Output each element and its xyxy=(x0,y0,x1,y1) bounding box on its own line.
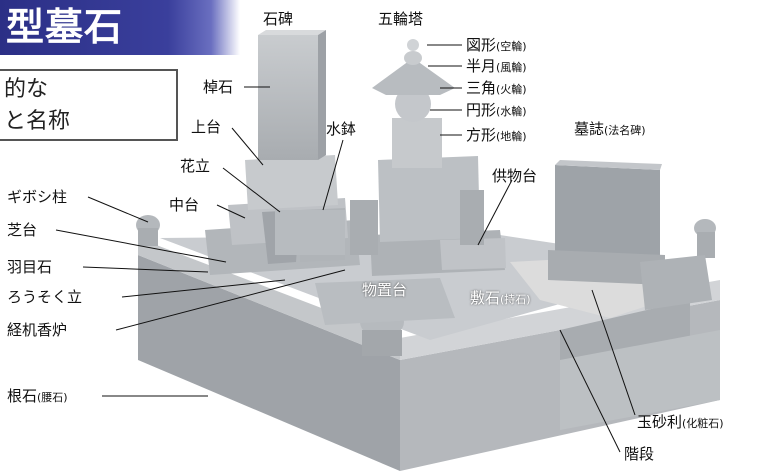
label-shikiishi: 敷石(持石) xyxy=(470,289,531,309)
label-hangetsu-main: 半月 xyxy=(466,57,497,75)
leader-lines xyxy=(55,44,636,453)
label-hangetsu: 半月(風輪) xyxy=(466,57,527,77)
label-rousokutate: ろうそく立 xyxy=(7,288,83,306)
label-boshi-sub: (法名碑) xyxy=(604,124,646,137)
label-kumotsudai: 供物台 xyxy=(492,167,538,185)
label-sankaku-sub: (火輪) xyxy=(496,83,527,96)
page-title: 型墓石 xyxy=(6,5,124,49)
label-tamajari: 玉砂利(化粧石) xyxy=(637,413,724,433)
label-kyouzukuko: 経机香炉 xyxy=(7,321,68,339)
label-suibachi: 水鉢 xyxy=(326,120,357,138)
subtitle-line-2: と名称 xyxy=(4,109,71,134)
label-shibadai: 芝台 xyxy=(7,221,38,239)
label-boshi: 墓誌(法名碑) xyxy=(574,120,646,140)
label-zukei-main: 図形 xyxy=(466,36,497,54)
boshi-stele xyxy=(548,160,665,285)
label-enkei-sub: (水輪) xyxy=(496,105,527,118)
label-tamajari-main: 玉砂利 xyxy=(637,413,683,431)
enclosure-posts xyxy=(136,215,716,356)
label-hameishi: 羽目石 xyxy=(7,258,53,276)
label-neishi: 根石(腰石) xyxy=(7,387,68,407)
label-enkei: 円形(水輪) xyxy=(466,101,527,121)
label-hangetsu-sub: (風輪) xyxy=(496,61,527,74)
label-sankaku: 三角(火輪) xyxy=(466,79,527,99)
label-houkei-main: 方形 xyxy=(466,126,497,144)
main-monument xyxy=(205,30,360,275)
label-giboshi: ギボシ柱 xyxy=(7,188,68,206)
label-neishi-sub: (腰石) xyxy=(37,391,68,404)
label-monooki: 物置台 xyxy=(362,281,408,299)
label-sankaku-main: 三角 xyxy=(466,79,497,97)
subtitle-line-1: 的な xyxy=(4,77,49,102)
label-neishi-main: 根石 xyxy=(7,387,38,405)
label-saoishi: 棹石 xyxy=(203,78,234,96)
label-chudai: 中台 xyxy=(169,196,200,214)
gorinto-tower xyxy=(350,39,506,276)
subtitle-box: 的な と名称 xyxy=(0,69,178,141)
label-shikiishi-sub: (持石) xyxy=(500,293,531,306)
label-kaidan: 階段 xyxy=(624,445,655,463)
label-enkei-main: 円形 xyxy=(466,101,497,119)
label-gorinto: 五輪塔 xyxy=(378,10,424,28)
label-jodai: 上台 xyxy=(191,118,222,136)
label-tamajari-sub: (化粧石) xyxy=(682,417,724,430)
label-zukei: 図形(空輪) xyxy=(466,36,527,56)
label-sekihi: 石碑 xyxy=(263,10,294,28)
label-zukei-sub: (空輪) xyxy=(496,40,527,53)
label-houkei-sub: (地輪) xyxy=(496,130,527,143)
label-boshi-main: 墓誌 xyxy=(574,120,605,138)
label-hanatate: 花立 xyxy=(180,157,211,175)
label-shikiishi-main: 敷石 xyxy=(470,289,501,307)
label-houkei: 方形(地輪) xyxy=(466,126,527,146)
title-banner: 型墓石 xyxy=(0,0,240,55)
